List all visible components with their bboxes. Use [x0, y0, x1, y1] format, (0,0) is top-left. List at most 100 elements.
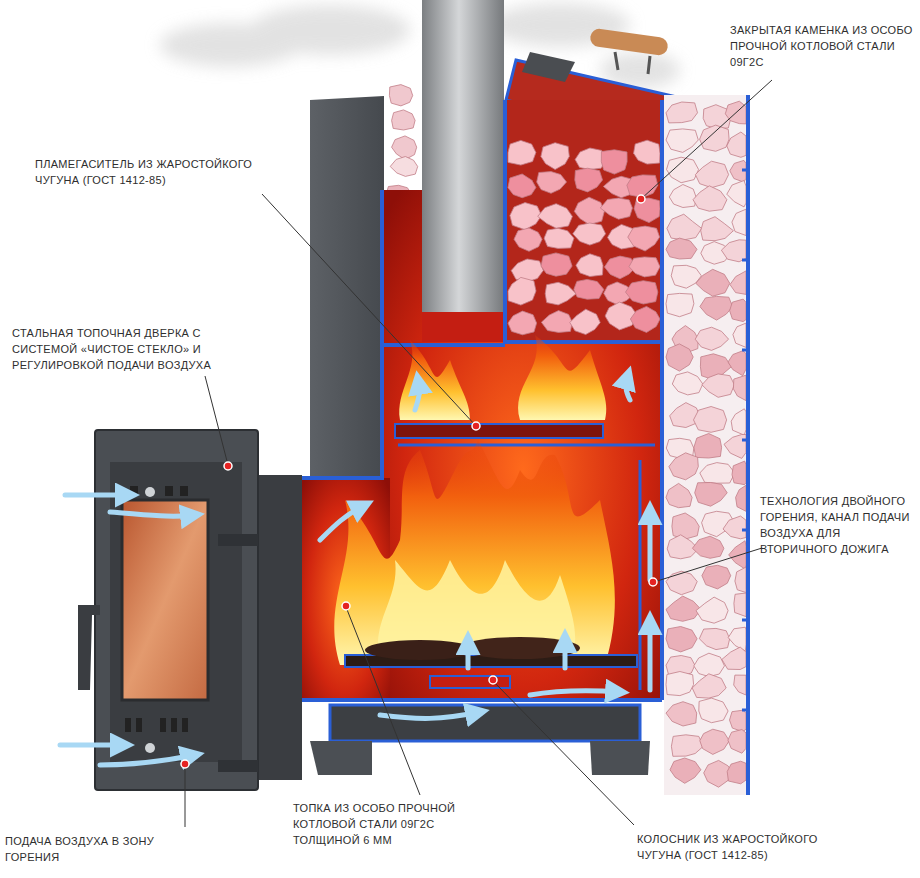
stone	[666, 702, 697, 726]
stone	[574, 279, 604, 299]
stone	[570, 309, 600, 334]
stone	[671, 735, 703, 757]
stone	[733, 375, 746, 400]
stone	[730, 271, 746, 295]
stone	[541, 143, 569, 170]
stone	[541, 253, 572, 276]
stone	[629, 257, 660, 277]
stone	[574, 197, 604, 224]
stone	[696, 597, 728, 623]
stone	[669, 453, 698, 480]
stone	[692, 536, 724, 558]
stone	[728, 730, 746, 754]
stone	[731, 409, 746, 435]
stone	[666, 483, 692, 507]
stone	[696, 269, 730, 296]
callout-label: КОЛОСНИК ИЗ ЖАРОСТОЙКОГО ЧУГУНА (ГОСТ 14…	[637, 831, 819, 863]
stone	[601, 150, 627, 174]
stone	[666, 102, 698, 123]
stone	[672, 372, 703, 395]
callout-label: ПЛАМЕГАСИТЕЛЬ ИЗ ЖАРОСТОЙКОГО ЧУГУНА (ГО…	[35, 156, 285, 188]
stone	[544, 228, 574, 248]
stone	[537, 172, 567, 194]
stone	[514, 228, 542, 251]
stone	[735, 567, 746, 592]
stone	[723, 516, 746, 539]
stone	[669, 185, 696, 208]
stone	[626, 281, 658, 304]
stone	[700, 125, 730, 151]
callout-label: СТАЛЬНАЯ ТОПОЧНАЯ ДВЕРКА С СИСТЕМОЙ «ЧИС…	[12, 325, 234, 373]
stone	[699, 698, 728, 723]
stone	[666, 293, 694, 316]
stone	[390, 157, 418, 177]
stone	[666, 627, 697, 652]
stone	[702, 565, 731, 589]
stone	[727, 132, 746, 157]
stone	[699, 628, 729, 649]
stone	[694, 434, 722, 459]
stone	[695, 483, 728, 507]
stone	[545, 282, 576, 305]
stone	[541, 311, 572, 333]
stone	[508, 174, 536, 198]
stone	[727, 181, 746, 207]
stone	[700, 296, 733, 320]
stone	[538, 204, 573, 229]
stone	[576, 254, 603, 277]
callout-label: ЗАКРЫТАЯ КАМЕНКА ИЗ ОСОБО ПРОЧНОЙ КОТЛОВ…	[730, 22, 916, 70]
callout-label: ТОПКА ИЗ ОСОБО ПРОЧНОЙ КОТЛОВОЙ СТАЛИ 09…	[293, 800, 475, 848]
stone	[508, 311, 537, 335]
stone	[694, 407, 727, 433]
stone	[666, 238, 697, 259]
stone	[722, 647, 746, 669]
stone	[392, 110, 416, 130]
stone	[734, 675, 746, 695]
stone	[727, 761, 746, 784]
stone	[730, 710, 747, 732]
stone	[694, 653, 725, 676]
stone	[510, 203, 542, 230]
stone	[729, 541, 746, 569]
stone	[666, 672, 694, 696]
stone	[695, 161, 728, 188]
stone	[695, 327, 728, 350]
stone	[508, 140, 536, 165]
stone	[600, 198, 632, 219]
stone	[628, 226, 660, 251]
callout-label: ПОДАЧА ВОЗДУХА В ЗОНУ ГОРЕНИЯ	[5, 833, 157, 865]
callout-label: ТЕХНОЛОГИЯ ДВОЙНОГО ГОРЕНИЯ, КАНАЛ ПОДАЧ…	[760, 493, 915, 557]
stone	[511, 259, 543, 282]
stone	[666, 596, 701, 621]
stone	[672, 513, 699, 539]
stone	[575, 168, 603, 192]
stone	[700, 463, 735, 484]
stone	[730, 299, 746, 322]
stone	[734, 593, 746, 617]
stone	[634, 140, 660, 164]
stone	[728, 351, 746, 376]
stone	[666, 344, 693, 371]
stone	[732, 461, 746, 485]
stone	[389, 85, 412, 106]
stone	[702, 374, 735, 397]
stone	[667, 214, 702, 240]
stone	[693, 186, 727, 211]
stone	[736, 485, 746, 511]
stone	[392, 136, 417, 160]
stone	[666, 129, 698, 153]
stone	[701, 217, 734, 241]
stone	[670, 758, 701, 783]
stone	[733, 323, 746, 347]
stone	[666, 571, 697, 595]
stone	[692, 674, 726, 698]
stone	[573, 223, 606, 245]
stone	[732, 209, 746, 235]
stone	[630, 306, 660, 332]
stone	[700, 729, 730, 754]
stone	[728, 627, 746, 651]
stone	[627, 175, 658, 198]
stone	[508, 277, 536, 305]
stone	[724, 434, 746, 458]
